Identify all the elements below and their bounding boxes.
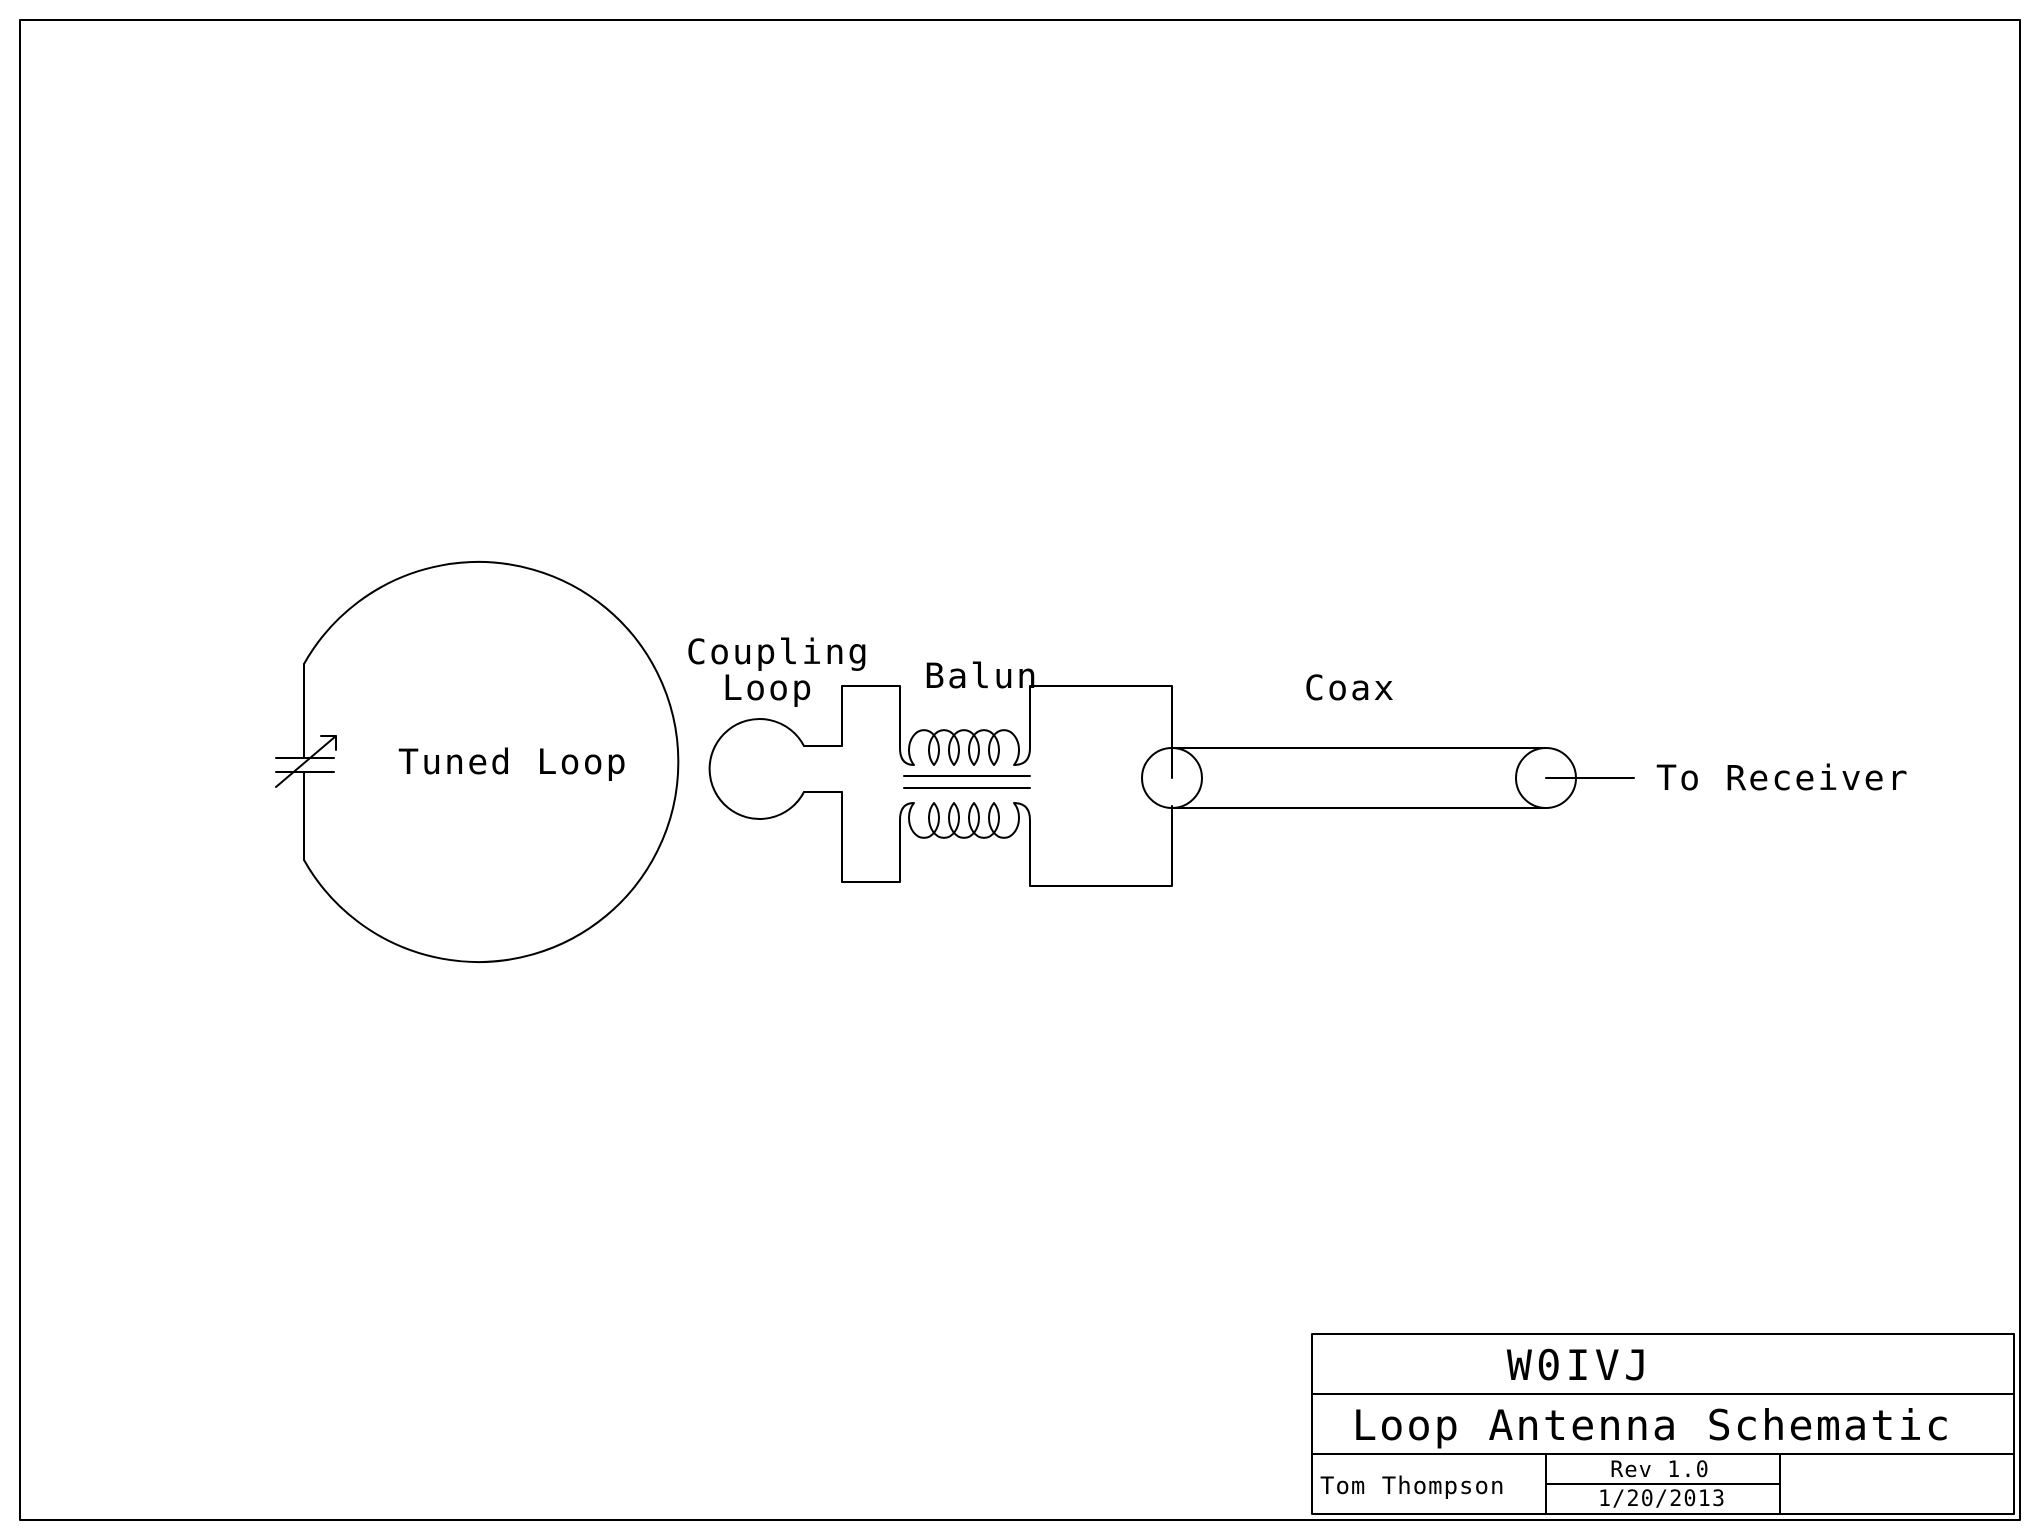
tuned-loop-circle	[303, 561, 680, 963]
title-block-date: 1/20/2013	[1598, 1487, 1726, 1512]
coupling-loop: Coupling Loop	[686, 633, 871, 820]
tuned-loop: Tuned Loop	[275, 561, 680, 963]
coupling-loop-circle	[708, 718, 805, 820]
variable-capacitor-icon	[275, 735, 337, 788]
tuned-loop-label: Tuned Loop	[398, 743, 629, 783]
balun-input-wire-bottom	[841, 791, 901, 883]
coax-label: Coax	[1304, 669, 1396, 709]
balun-input-wire-top	[841, 685, 901, 747]
balun-transformer-icon: Balun	[899, 657, 1039, 857]
balun-winding-top	[899, 711, 1031, 766]
coupling-loop-label-line2: Loop	[722, 669, 814, 709]
coax-cable: Coax To Receiver	[1141, 669, 1910, 809]
sheet-border	[19, 19, 2021, 1521]
title-block-author: Tom Thompson	[1320, 1472, 1505, 1500]
title-block: W0IVJ Loop Antenna Schematic Tom Thompso…	[1311, 1333, 2015, 1515]
title-block-title: Loop Antenna Schematic	[1352, 1401, 1952, 1450]
title-block-revision: Rev 1.0	[1610, 1458, 1710, 1483]
to-receiver-label: To Receiver	[1656, 759, 1910, 799]
balun-winding-bottom	[899, 802, 1031, 857]
balun-output-wire-top	[1029, 685, 1173, 779]
title-block-callsign: W0IVJ	[1507, 1341, 1653, 1390]
balun-label: Balun	[924, 657, 1039, 697]
coupling-loop-label-line1: Coupling	[686, 633, 871, 673]
balun-output-wire-bottom	[1029, 805, 1173, 887]
